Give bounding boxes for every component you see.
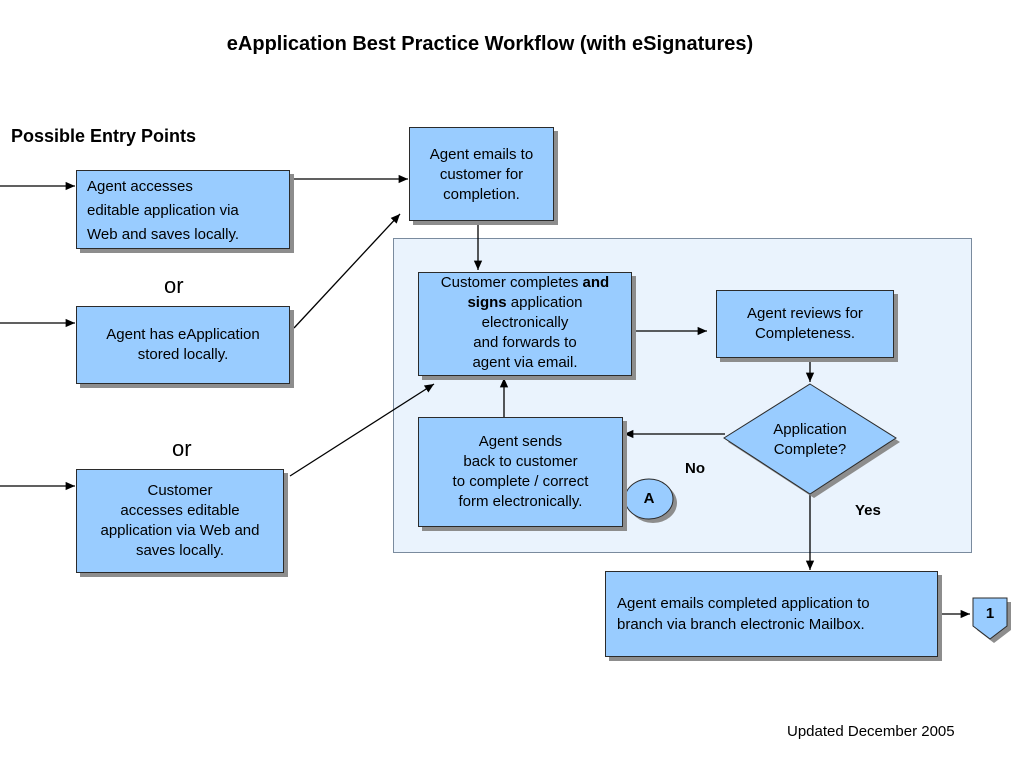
customer-completes-box: Customer completes and signs application … bbox=[418, 272, 632, 376]
agent-emails-text: Agent emails to customer for completion. bbox=[429, 146, 534, 203]
agent-emails-completed-box: Agent emails completed application to br… bbox=[605, 571, 938, 657]
or-label-1: or bbox=[164, 273, 184, 298]
decision-text: Application Complete? bbox=[773, 421, 847, 458]
no-label: No bbox=[685, 460, 705, 477]
customer-completes-and: and bbox=[582, 274, 610, 291]
agent-reviews-box: Agent reviews for Completeness. bbox=[716, 290, 894, 358]
agent-reviews-text: Agent reviews for Completeness. bbox=[747, 305, 863, 342]
entry-stored-locally-text: Agent has eApplication stored locally. bbox=[106, 326, 260, 363]
entry-points-label: Possible Entry Points bbox=[11, 126, 197, 146]
agent-sends-back-text: Agent sends back to customer to complete… bbox=[452, 433, 589, 510]
entry-web-save-text: Agent accesses editable application via … bbox=[87, 178, 240, 243]
customer-completes-text-1: Customer completes bbox=[440, 274, 583, 291]
agent-emails-completed-text: Agent emails completed application to br… bbox=[617, 595, 870, 633]
or-label-2: or bbox=[172, 436, 192, 461]
arrow-customer-to-completes bbox=[289, 383, 435, 477]
arrow-stored-to-email bbox=[293, 213, 401, 329]
customer-completes-text-2: application electronically and forwards … bbox=[472, 294, 583, 371]
entry-web-save-box: Agent accesses editable application via … bbox=[76, 170, 290, 249]
agent-sends-back-box: Agent sends back to customer to complete… bbox=[418, 417, 623, 527]
entry-customer-web-box: Customer accesses editable application v… bbox=[76, 469, 284, 573]
connector-1-shape bbox=[972, 597, 1008, 640]
yes-label: Yes bbox=[855, 502, 881, 519]
entry-stored-locally-box: Agent has eApplication stored locally. bbox=[76, 306, 290, 384]
updated-footer: Updated December 2005 bbox=[787, 723, 955, 740]
page-title: eApplication Best Practice Workflow (wit… bbox=[226, 33, 754, 55]
decision-diamond bbox=[723, 383, 897, 495]
connector-1-label: 1 bbox=[985, 605, 995, 622]
customer-completes-text: Customer completes and signs application … bbox=[441, 273, 609, 373]
entry-customer-web-text: Customer accesses editable application v… bbox=[100, 482, 260, 559]
connector-a-label: A bbox=[643, 490, 655, 507]
agent-emails-box: Agent emails to customer for completion. bbox=[409, 127, 554, 221]
customer-completes-signs: signs bbox=[467, 294, 507, 311]
connector-a-circle bbox=[624, 478, 674, 520]
